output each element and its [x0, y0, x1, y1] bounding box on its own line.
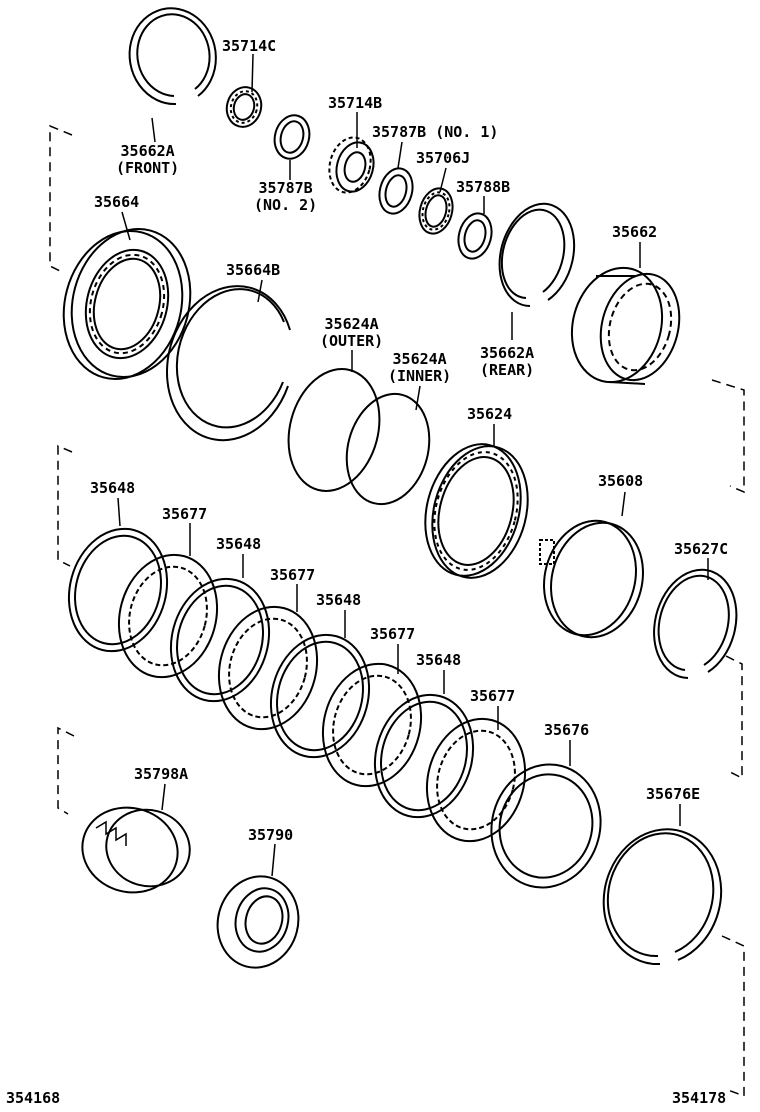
label-35677-2: 35677: [270, 566, 316, 584]
label-35798A: 35798A: [134, 765, 189, 783]
o-ring-inner: [345, 392, 431, 506]
snap-ring-35627C: [653, 568, 738, 679]
clutch-drum-35664: [62, 228, 192, 380]
footer-code-left: 354168: [6, 1089, 61, 1107]
label-35677-3: 35677: [370, 625, 416, 643]
label-35662A-rear-number: 35662A: [480, 344, 535, 362]
race-35787B-no2: [273, 114, 311, 160]
leader-lines: [117, 53, 709, 877]
label-35664: 35664: [94, 193, 140, 211]
label-35787B-no2-note: (NO. 2): [254, 196, 318, 214]
label-35677-4: 35677: [470, 687, 516, 705]
footer-code-right: 354178: [672, 1089, 727, 1107]
label-35608: 35608: [598, 472, 644, 490]
flange-35676: [490, 763, 602, 889]
label-35624A-outer: 35624A(OUTER): [320, 316, 383, 350]
label-35706J: 35706J: [416, 149, 471, 167]
label-35790: 35790: [248, 826, 294, 844]
clutch-plates-35648: [67, 527, 475, 819]
piston-35624: [424, 443, 529, 579]
label-35714B: 35714B: [328, 94, 383, 112]
label-35648-4: 35648: [416, 651, 462, 669]
label-35677-1: 35677: [162, 505, 208, 523]
bearing-35714C: [225, 86, 263, 128]
label-35787B-no1: 35787B (NO. 1): [372, 124, 498, 141]
snap-ring-35664B: [166, 285, 291, 442]
label-35648-2: 35648: [216, 535, 262, 553]
race-35788B: [457, 212, 493, 260]
label-35662: 35662: [612, 223, 658, 241]
o-ring-outer: [287, 368, 381, 492]
label-35662A-front-note: (FRONT): [116, 159, 180, 177]
label-35676: 35676: [544, 721, 590, 739]
label-35788B: 35788B: [456, 178, 511, 196]
label-35662A-rear-note: (REAR): [480, 361, 535, 379]
group-brackets: [49, 124, 745, 1098]
label-35787B-no1-number: 35787B: [372, 123, 427, 141]
drum-35662: [570, 266, 681, 385]
clutch-discs-35677: [117, 553, 527, 843]
label-35624A-inner-note: (INNER): [388, 367, 452, 385]
hub-35798A: [81, 806, 191, 894]
label-35664B: 35664B: [226, 261, 281, 279]
label-35676E: 35676E: [646, 785, 701, 803]
label-35648-1: 35648: [90, 479, 136, 497]
label-35648-3: 35648: [316, 591, 362, 609]
label-35662A-rear: 35662A(REAR): [480, 345, 534, 379]
label-35624A-inner: 35624A(INNER): [388, 351, 451, 385]
label-35627C: 35627C: [674, 540, 729, 558]
snap-ring-rear: [498, 202, 576, 307]
label-35787B-no2: 35787B(NO. 2): [254, 180, 317, 214]
clutch-35714B: [328, 136, 375, 194]
retainer-35608: [539, 519, 644, 639]
label-35624A-inner-number: 35624A: [392, 350, 447, 368]
race-35787B-no1: [378, 167, 414, 215]
label-35714C: 35714C: [222, 37, 277, 55]
label-35662A-front-number: 35662A: [120, 142, 175, 160]
label-35624A-outer-number: 35624A: [324, 315, 379, 333]
label-35624: 35624: [467, 405, 513, 423]
snap-ring-35676E: [602, 828, 723, 966]
label-35787B-no1-note: (NO. 1): [435, 123, 499, 141]
label-35662A-front: 35662A(FRONT): [116, 143, 179, 177]
label-35624A-outer-note: (OUTER): [320, 332, 384, 350]
label-35787B-no2-number: 35787B: [258, 179, 313, 197]
one-way-clutch-35790: [216, 875, 300, 969]
bearing-35706J: [418, 187, 454, 235]
snap-ring-front: [128, 7, 217, 106]
